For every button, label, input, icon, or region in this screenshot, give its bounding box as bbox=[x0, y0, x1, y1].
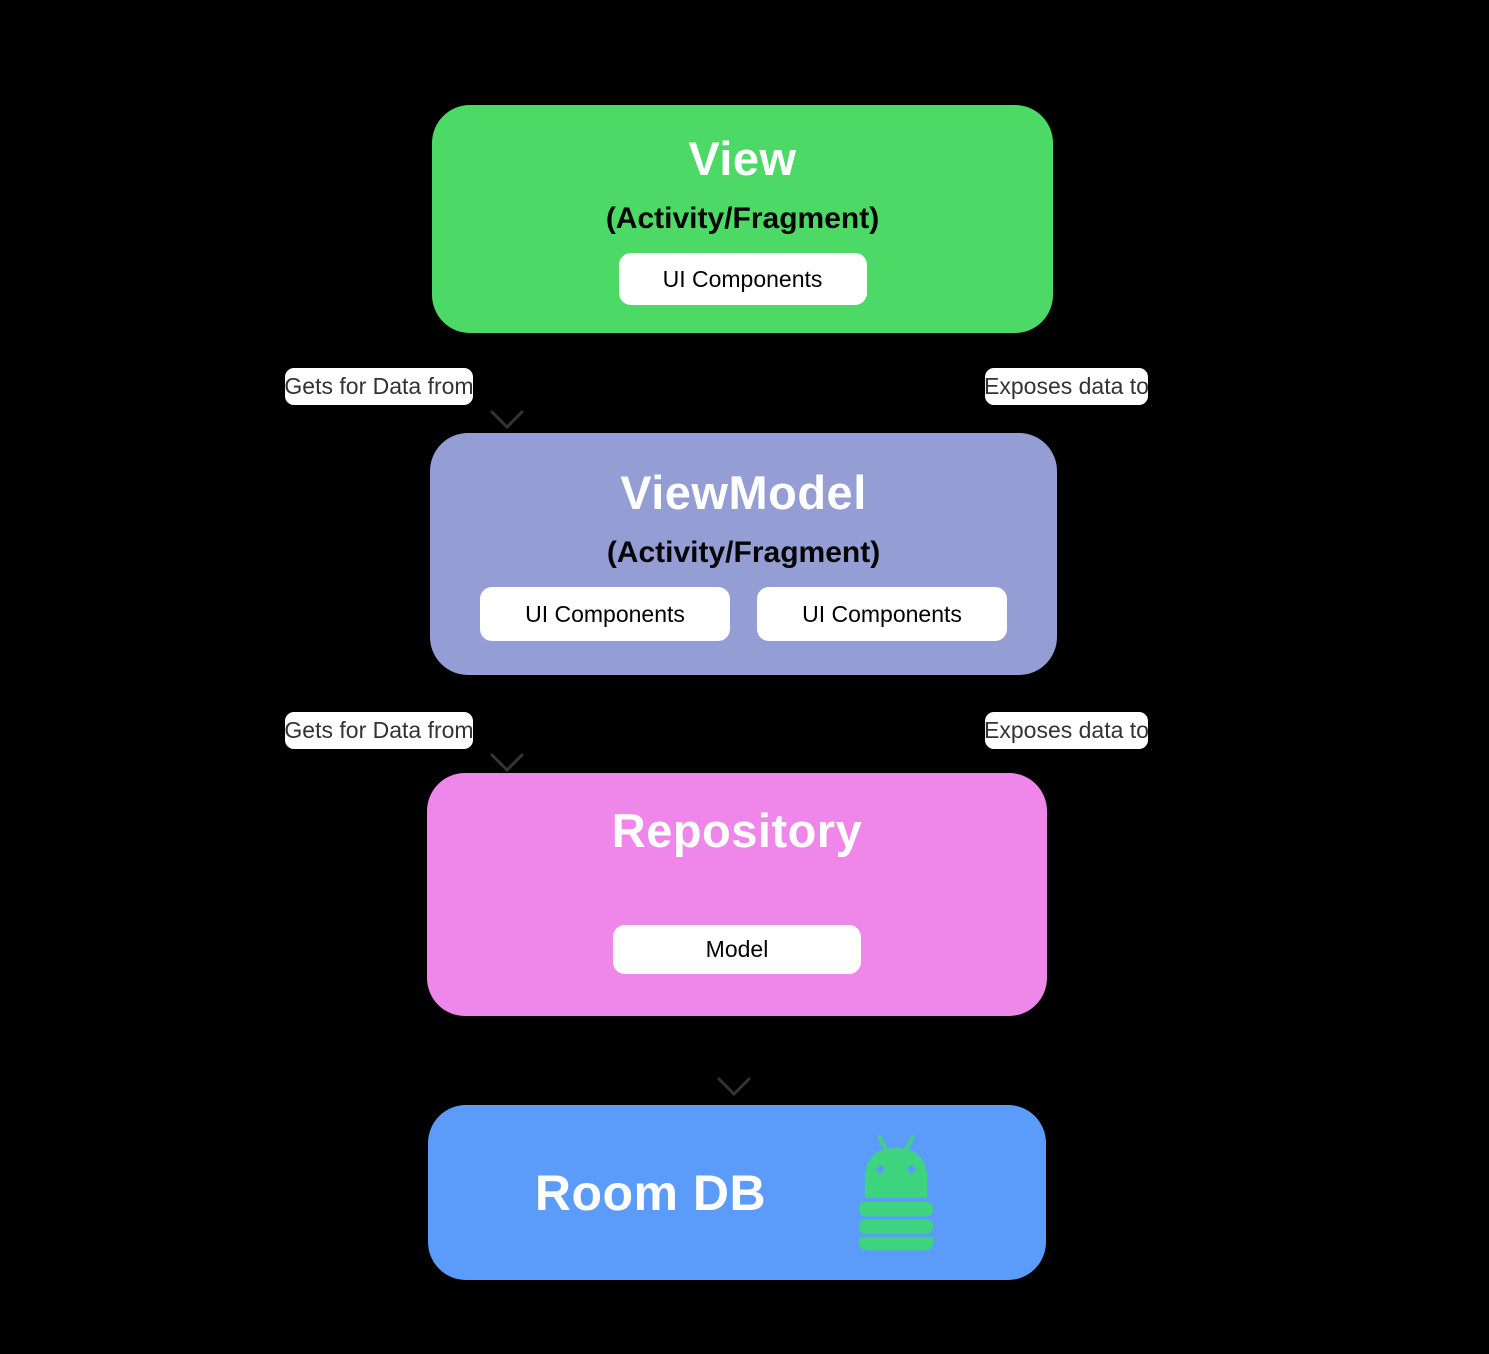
box-viewmodel-title: ViewModel bbox=[620, 466, 867, 519]
model-chip: Model bbox=[613, 925, 861, 974]
box-view-title: View bbox=[688, 132, 797, 185]
box-roomdb-title: Room DB bbox=[534, 1164, 767, 1221]
box-repository: Repository Model bbox=[427, 773, 1047, 1016]
chevron-down-icon bbox=[490, 410, 524, 430]
chevron-down-icon bbox=[490, 753, 524, 773]
box-roomdb: Room DB bbox=[428, 1105, 1046, 1280]
ui-components-chip: UI Components bbox=[757, 587, 1007, 641]
box-roomdb-title-wrap: Room DB bbox=[428, 1105, 873, 1280]
box-viewmodel: ViewModel (Activity/Fragment) UI Compone… bbox=[430, 433, 1057, 675]
ui-components-chip: UI Components bbox=[618, 253, 867, 305]
box-view: View (Activity/Fragment) UI Components bbox=[432, 105, 1053, 333]
connector-label-exposes-data-1: Exposes data to bbox=[984, 368, 1149, 405]
box-repository-title: Repository bbox=[611, 804, 863, 857]
connector-label-gets-data-2: Gets for Data from bbox=[284, 712, 474, 749]
chips-row: UI Components UI Components bbox=[480, 587, 1007, 641]
chevron-down-icon bbox=[717, 1077, 751, 1097]
box-viewmodel-subtitle: (Activity/Fragment) bbox=[606, 536, 881, 569]
connector-label-gets-data-1: Gets for Data from bbox=[284, 368, 474, 405]
connector-label-exposes-data-2: Exposes data to bbox=[984, 712, 1149, 749]
ui-components-chip: UI Components bbox=[480, 587, 730, 641]
android-db-icon bbox=[858, 1135, 934, 1251]
box-view-subtitle: (Activity/Fragment) bbox=[605, 202, 880, 235]
